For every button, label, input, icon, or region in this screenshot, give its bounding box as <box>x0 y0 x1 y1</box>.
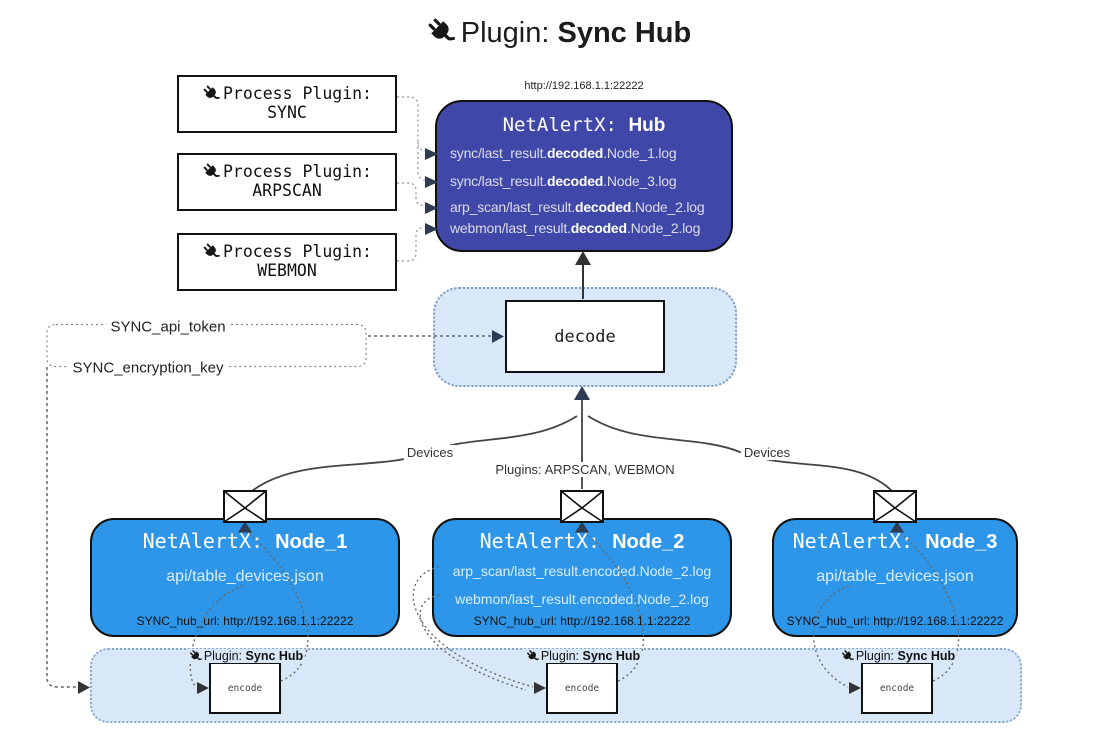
node-title: NetAlertX: Node_2 <box>479 529 685 553</box>
process-plugin-box-sync: Process Plugin: SYNC <box>177 75 397 133</box>
node-footer: SYNC_hub_url: http://192.168.1.1:22222 <box>136 614 354 628</box>
plug-icon <box>202 84 221 103</box>
envelope-icon <box>223 490 267 523</box>
hub-log-row: sync/last_result.decoded.Node_1.log <box>450 145 677 161</box>
edges-nodes-to-decode <box>251 398 893 492</box>
decode-box: decode <box>505 300 665 373</box>
edge-label-plugins: Plugins: ARPSCAN, WEBMON <box>492 462 678 477</box>
edges-process-plugins-to-hub <box>397 96 430 262</box>
encode-box: encode <box>546 662 618 714</box>
hub-box: NetAlertX: Hub sync/last_result.decoded.… <box>435 100 733 252</box>
hub-url-label: http://192.168.1.1:22222 <box>524 80 644 92</box>
sync-api-token-label: SYNC_api_token <box>106 318 230 336</box>
envelope-icon <box>560 490 604 523</box>
process-plugin-box-webmon: Process Plugin: WEBMON <box>177 233 397 291</box>
encoder-plugin-label: Plugin: Sync Hub <box>523 649 643 663</box>
node-file-line: api/table_devices.json <box>166 568 324 585</box>
node-footer: SYNC_hub_url: http://192.168.1.1:22222 <box>786 614 1004 628</box>
plug-icon <box>189 649 203 663</box>
node-box-node-3: NetAlertX: Node_3 api/table_devices.json… <box>772 518 1018 637</box>
plug-icon <box>426 16 457 47</box>
hub-title-prefix: NetAlertX: <box>502 114 617 136</box>
encode-box: encode <box>861 662 933 714</box>
edge-label-devices-left: Devices <box>403 445 457 460</box>
encoder-plugin-label: Plugin: Sync Hub <box>838 649 958 663</box>
hub-title-name: Hub <box>628 115 666 136</box>
hub-log-row: arp_scan/last_result.decoded.Node_2.log <box>450 199 705 215</box>
page-title-name: Sync Hub <box>557 17 692 49</box>
node-title: NetAlertX: Node_1 <box>142 529 348 553</box>
page-title: Plugin: Sync Hub <box>0 16 1117 50</box>
plug-icon <box>526 649 540 663</box>
process-plugin-name: SYNC <box>267 103 307 122</box>
hub-title: NetAlertX: Hub <box>437 114 731 137</box>
hub-log-row: sync/last_result.decoded.Node_3.log <box>450 173 677 189</box>
process-plugin-box-arpscan: Process Plugin: ARPSCAN <box>177 153 397 211</box>
node-box-node-1: NetAlertX: Node_1 api/table_devices.json… <box>90 518 400 637</box>
plug-icon <box>841 649 855 663</box>
node-footer: SYNC_hub_url: http://192.168.1.1:22222 <box>473 614 691 628</box>
envelope-icon <box>873 490 917 523</box>
node-title: NetAlertX: Node_3 <box>792 529 998 553</box>
plug-icon <box>202 162 221 181</box>
process-plugin-name: WEBMON <box>257 261 317 280</box>
hub-log-row: webmon/last_result.decoded.Node_2.log <box>450 220 701 236</box>
plug-icon <box>202 242 221 261</box>
node-file-line: arp_scan/last_result.encoded.Node_2.log <box>452 563 712 579</box>
node-file-line: webmon/last_result.encoded.Node_2.log <box>455 591 709 607</box>
edge-keys-to-encoders-arrowhead <box>78 681 90 694</box>
process-plugin-name: ARPSCAN <box>252 181 322 200</box>
edge-label-devices-right: Devices <box>740 445 794 460</box>
node-box-node-2: NetAlertX: Node_2 arp_scan/last_result.e… <box>432 518 732 637</box>
encoder-plugin-label: Plugin: Sync Hub <box>186 649 306 663</box>
sync-encryption-key-label: SYNC_encryption_key <box>68 359 228 377</box>
page-title-prefix: Plugin: <box>460 17 550 49</box>
node-file-line: api/table_devices.json <box>816 568 974 585</box>
encode-box: encode <box>209 662 281 714</box>
edge-nodes-to-decode-arrowhead <box>574 386 590 400</box>
